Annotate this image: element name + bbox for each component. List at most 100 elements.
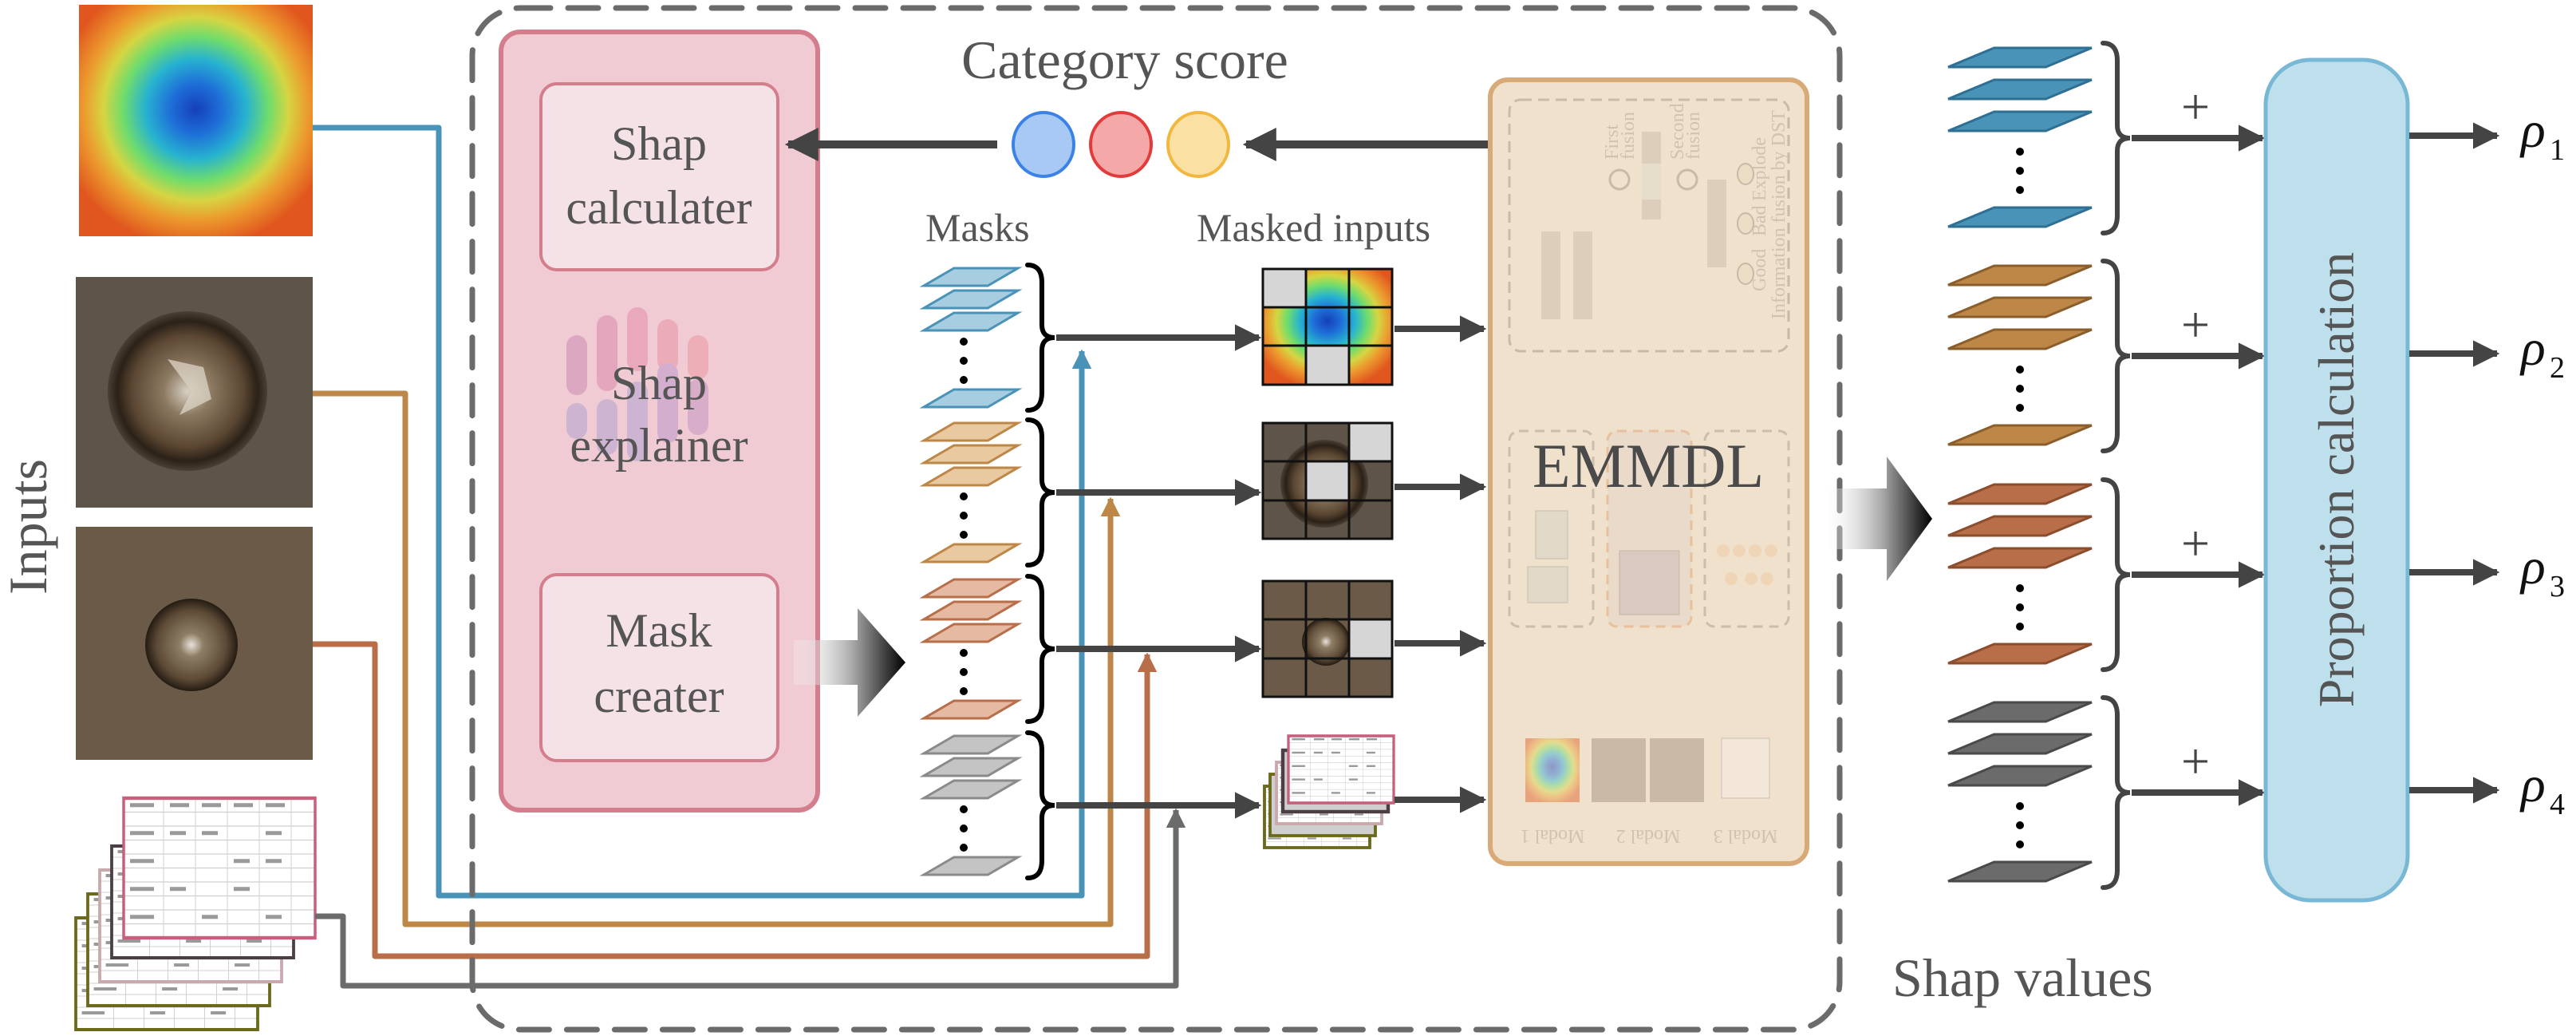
inputs-label: Inputs [0,459,58,595]
ellipsis-dot-icon [960,805,968,813]
rho-subscript: 2 [2550,351,2565,385]
connector-screw-small [313,641,1158,959]
ellipsis-dot-icon [2016,821,2024,829]
ellipsis-dot-icon [2016,385,2024,393]
ellipsis-dot-icon [960,357,968,365]
second-fusion-label: Second [1667,103,1688,160]
input-screw-image-large [76,277,313,508]
mask-layer-icon [919,600,1023,621]
brace-icon [1025,574,1055,724]
input-screw-image-small [76,527,313,760]
modal-1-label: Modal 1 [1521,825,1585,846]
shap-value-group-4: + [1947,695,2266,890]
mask-layer-icon [919,779,1023,800]
rho-symbol: ρ [2519,101,2546,158]
mask-layer-icon [919,856,1023,876]
ellipsis-dot-icon [960,492,968,500]
shap-explainer-label-line2: explainer [570,419,748,472]
mask-creater-label-line1: Mask [606,604,712,657]
input-heatmap [79,5,313,236]
mask-layer-icon [1947,206,2093,228]
masked-input-screw-small [1261,579,1394,698]
mask-layer-icon [1947,860,2093,883]
mask-layer-icon [1947,110,2093,132]
shap-explainer-label-line1: Shap [611,357,707,409]
masked-inputs-label: Masked inputs [1197,205,1430,250]
ellipsis-dot-icon [960,668,968,676]
ellipsis-dot-icon [960,687,968,695]
mask-layer-icon [919,578,1023,599]
sum-plus-label: + [2181,733,2210,789]
mask-layer-icon [1947,701,2093,723]
modal-thumbnails [1525,737,1770,802]
fusion-title-label: Information fusion by DST [1769,110,1789,319]
sum-plus-label: + [2181,296,2210,353]
masked-input-heatmap [1261,267,1394,386]
brace-icon [2101,259,2131,453]
ellipsis-dot-icon [960,376,968,384]
ellipsis-dot-icon [2016,603,2024,611]
brace-icon [2101,477,2131,672]
mask-layer-icon [919,289,1023,310]
shap-values-label: Shap values [1892,947,2153,1008]
mask-layer-icon [1947,483,2093,505]
mask-layer-icon [1947,78,2093,101]
mask-creater-arrow-icon [794,608,905,717]
mask-layer-icon [919,444,1023,465]
brace-icon [1025,417,1055,567]
mask-layer-icon [1947,296,2093,318]
shap-value-group-1: + [1947,41,2266,235]
shap-calculater-label-line2: calculater [566,181,751,234]
first-fusion-label-2: fusion [1618,112,1639,160]
mask-layer-icon [919,267,1023,287]
mask-layer-icon [919,311,1023,332]
second-fusion-label-2: fusion [1683,112,1704,160]
first-fusion-label: First [1602,125,1623,160]
proportion-calculation-label: Proportion calculation [2308,252,2365,708]
mask-layer-icon [1947,424,2093,446]
connector-screw-large [313,390,1121,927]
mask-layer-icon [919,388,1023,409]
shap-value-groups: ++++ [1947,41,2266,890]
proportion-calculation-box: Proportion calculation [2263,57,2410,903]
ellipsis-dot-icon [960,649,968,657]
ellipsis-dot-icon [960,512,968,520]
mask-layer-icon [919,543,1023,563]
class-explode-label: Explode [1750,137,1770,201]
sum-plus-label: + [2181,78,2210,135]
mask-layer-icon [919,421,1023,442]
shap-logo-icon [566,307,708,461]
ellipsis-dot-icon [2016,840,2024,848]
masked-input-screw-large [1261,421,1394,540]
mask-layer-icon [919,623,1023,643]
ellipsis-dot-icon [960,844,968,852]
mask-layer-icon [1947,643,2093,665]
masks-label: Masks [925,205,1030,250]
mask-layer-icon [919,734,1023,755]
mask-creater-box: Mask creater [539,573,779,762]
ellipsis-dot-icon [2016,802,2024,810]
mask-layer-icon [1947,733,2093,755]
mask-layer-icon [1947,46,2093,69]
dst-fusion-block: First fusion Second fusion Good Bad Expl… [1508,98,1790,353]
ellipsis-dot-icon [2016,148,2024,156]
mask-group-1 [919,263,1262,413]
mask-group-3 [919,574,1262,724]
shap-calculater-label-line1: Shap [611,117,707,170]
connector-heatmap [313,125,1092,899]
mask-layer-icon [919,699,1023,720]
score-yellow-icon [1166,111,1230,178]
mask-group-4 [919,730,1262,880]
rho-subscript: 4 [2550,788,2565,821]
class-good-label: Good [1750,249,1770,291]
ellipsis-dot-icon [2016,623,2024,631]
shap-calculater-box: Shap calculater [539,82,779,271]
ellipsis-dot-icon [2016,167,2024,175]
score-blue-icon [1012,111,1075,178]
ellipsis-dot-icon [2016,584,2024,592]
